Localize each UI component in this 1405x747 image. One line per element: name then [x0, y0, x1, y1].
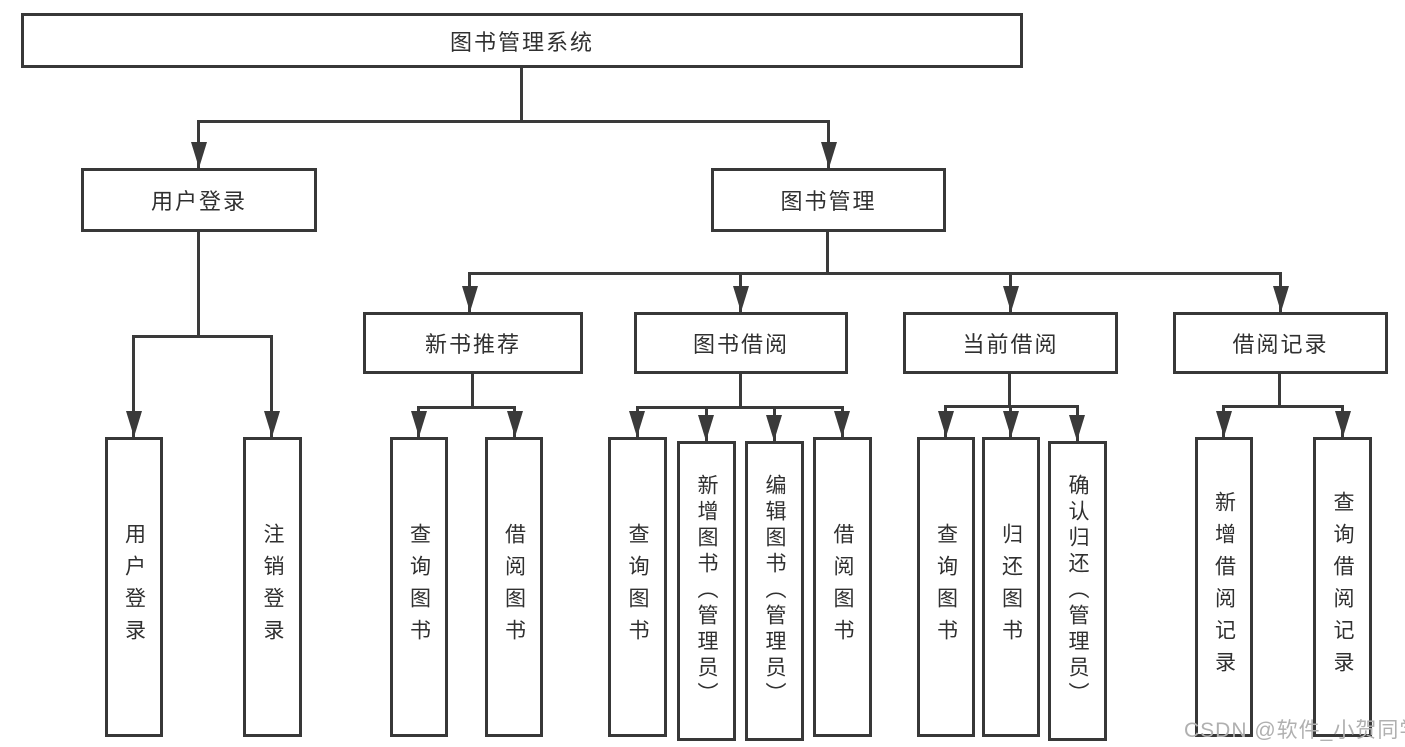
leaf-return-books: 归还图书 — [982, 437, 1040, 737]
leaf-query-books-3: 查询图书 — [917, 437, 975, 737]
leaf-add-book-admin: 新增图书（管理员） — [677, 441, 736, 741]
leaf-query-borrow-record: 查询借阅记录 — [1313, 437, 1372, 737]
connector-line — [197, 120, 830, 123]
connector-line — [826, 232, 829, 272]
arrow-down-icon — [629, 411, 645, 437]
watermark: CSDN @软件_小贺同学 — [1184, 719, 1405, 742]
leaf-logout: 注销登录 — [243, 437, 302, 737]
arrow-down-icon — [191, 142, 207, 168]
node-borrow-records: 借阅记录 — [1173, 312, 1388, 374]
arrow-down-icon — [766, 415, 782, 441]
arrow-down-icon — [264, 411, 280, 437]
connector-line — [520, 68, 523, 120]
connector-line — [132, 335, 135, 437]
connector-line — [468, 272, 1282, 275]
connector-line — [471, 374, 474, 406]
arrow-down-icon — [1335, 411, 1351, 437]
arrow-down-icon — [1003, 286, 1019, 312]
connector-line — [1222, 405, 1344, 408]
leaf-borrow-books-2: 借阅图书 — [813, 437, 872, 737]
connector-line — [1008, 374, 1011, 405]
arrow-down-icon — [698, 415, 714, 441]
arrow-down-icon — [507, 411, 523, 437]
leaf-add-borrow-record: 新增借阅记录 — [1195, 437, 1253, 737]
leaf-borrow-books-1: 借阅图书 — [485, 437, 543, 737]
leaf-query-books-2: 查询图书 — [608, 437, 667, 737]
connector-line — [270, 335, 273, 437]
arrow-down-icon — [733, 286, 749, 312]
node-current-borrow: 当前借阅 — [903, 312, 1118, 374]
arrow-down-icon — [1003, 411, 1019, 437]
arrow-down-icon — [411, 411, 427, 437]
arrow-down-icon — [938, 411, 954, 437]
arrow-down-icon — [834, 411, 850, 437]
connector-line — [417, 406, 516, 409]
arrow-down-icon — [1069, 415, 1085, 441]
connector-line — [739, 374, 742, 406]
leaf-query-books-1: 查询图书 — [390, 437, 448, 737]
node-user-login: 用户登录 — [81, 168, 317, 232]
connector-line — [1278, 374, 1281, 405]
arrow-down-icon — [1216, 411, 1232, 437]
arrow-down-icon — [462, 286, 478, 312]
arrow-down-icon — [1273, 286, 1289, 312]
leaf-user-login: 用户登录 — [105, 437, 163, 737]
node-root: 图书管理系统 — [21, 13, 1023, 68]
arrow-down-icon — [821, 142, 837, 168]
connector-line — [636, 406, 844, 409]
leaf-confirm-return-admin: 确认归还（管理员） — [1048, 441, 1107, 741]
leaf-edit-book-admin: 编辑图书（管理员） — [745, 441, 804, 741]
node-book-borrow: 图书借阅 — [634, 312, 848, 374]
connector-line — [197, 232, 200, 335]
connector-line — [132, 335, 273, 338]
node-book-management: 图书管理 — [711, 168, 946, 232]
arrow-down-icon — [126, 411, 142, 437]
node-new-book-recommend: 新书推荐 — [363, 312, 583, 374]
